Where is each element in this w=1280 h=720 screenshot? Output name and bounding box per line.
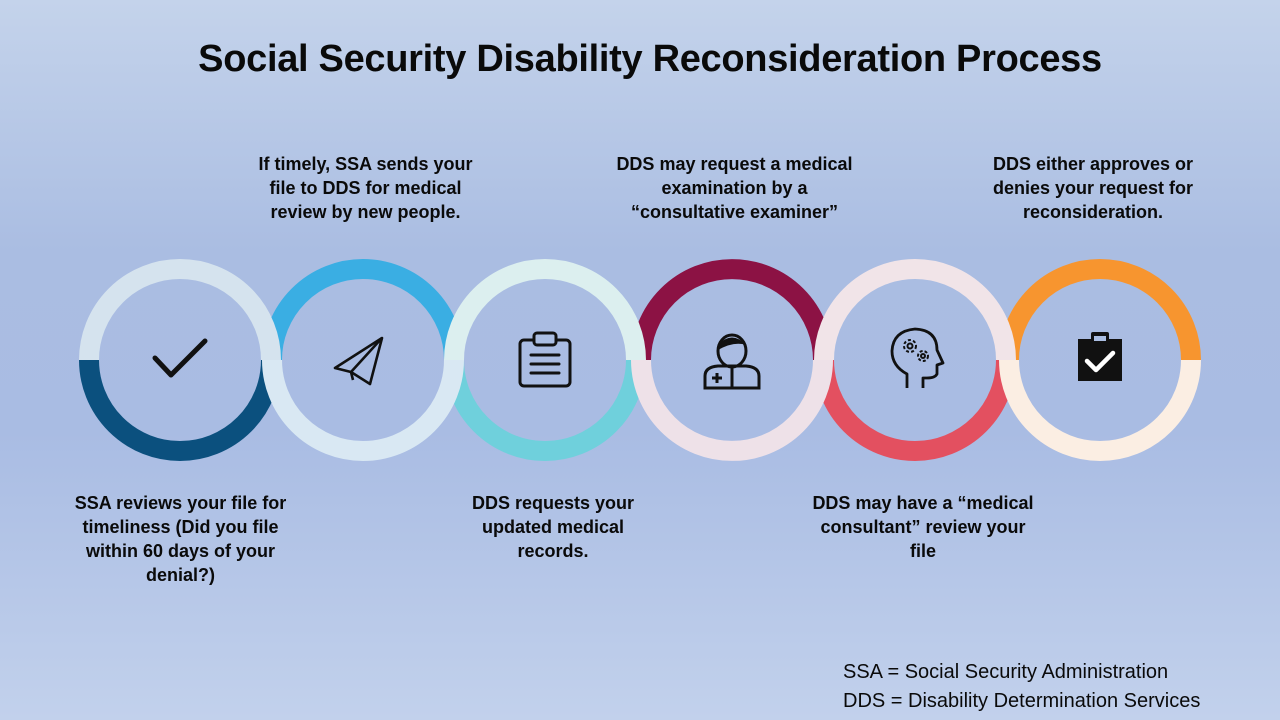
ring-top-halves	[79, 259, 1201, 461]
paper-plane-icon	[333, 336, 384, 386]
page-title: Social Security Disability Reconsiderati…	[198, 38, 1102, 80]
ring-5-bottom-arc	[814, 359, 1016, 461]
clipboard-list-icon	[518, 331, 572, 388]
ring-3-bottom-arc	[444, 359, 646, 461]
ring-bottom-halves	[79, 259, 1201, 461]
checkmark-icon	[152, 338, 208, 378]
step-caption-5: DDS may have a “medical consultant” revi…	[812, 493, 1034, 561]
legend-dds: DDS = Disability Determination Services	[843, 690, 1201, 712]
step-caption-1: SSA reviews your file for timeliness (Di…	[74, 493, 287, 585]
ring-4-top-arc	[631, 259, 833, 361]
ring-6-bottom-arc	[999, 359, 1201, 461]
abbreviation-legend: SSA = Social Security Administration DDS…	[843, 658, 1273, 716]
step-caption-6: DDS either approves or denies your reque…	[992, 154, 1194, 222]
ring-2-bottom-arc	[262, 359, 464, 461]
ring-4-bottom-arc	[631, 359, 833, 461]
clipboard-check-icon	[1078, 332, 1122, 381]
step-caption-4: DDS may request a medical examination by…	[616, 154, 853, 222]
legend-ssa: SSA = Social Security Administration	[843, 661, 1169, 683]
ring-6-top-arc	[999, 259, 1201, 361]
head-gears-icon	[890, 327, 945, 388]
ring-1-top-arc	[79, 259, 281, 361]
doctor-icon	[703, 333, 761, 390]
ring-2-top-arc	[262, 259, 464, 361]
step-caption-3: DDS requests your updated medical record…	[471, 493, 635, 561]
step-icons	[152, 327, 1122, 390]
ring-5-top-arc	[814, 259, 1016, 361]
step-caption-2: If timely, SSA sends your file to DDS fo…	[258, 154, 473, 222]
ring-3-top-arc	[444, 259, 646, 361]
ring-1-bottom-arc	[79, 359, 281, 461]
